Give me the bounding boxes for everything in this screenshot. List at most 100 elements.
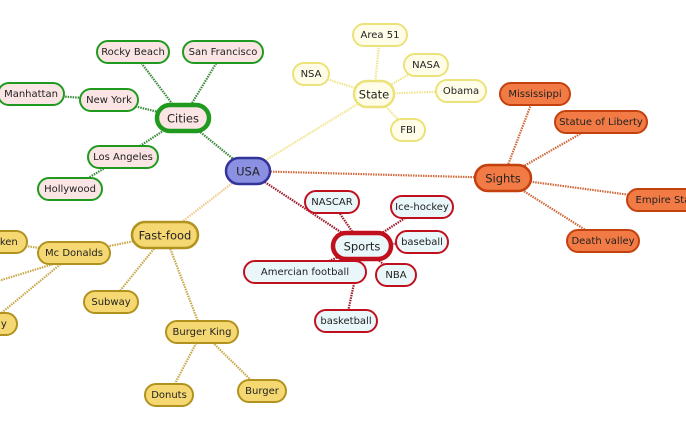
node-shape [314, 309, 378, 333]
edge-usa-sights [247, 169, 504, 180]
node-label: NASA [412, 60, 440, 71]
node-shape [83, 290, 139, 314]
node-shape [144, 383, 194, 407]
edge-mc-donalds-offscreen [0, 260, 61, 282]
node-label: Obama [443, 86, 479, 97]
node-label: Mississippi [508, 89, 561, 100]
node-holiday[interactable]: Holiday [0, 312, 18, 336]
node-label: FBI [400, 125, 416, 136]
node-shape [566, 229, 640, 253]
node-label: San Francisco [189, 47, 258, 58]
node-shape [352, 23, 408, 47]
node-shape [87, 145, 159, 169]
node-nsa[interactable]: NSA [292, 62, 330, 86]
node-rocky-beach[interactable]: Rocky Beach [96, 40, 170, 64]
node-san-francisco[interactable]: San Francisco [182, 40, 264, 64]
node-area-51[interactable]: Area 51 [352, 23, 408, 47]
node-baseball[interactable]: baseball [395, 230, 449, 254]
node-label: Empire State [636, 195, 686, 206]
node-shape [0, 82, 65, 106]
node-shape [473, 163, 533, 193]
node-chicken[interactable]: Chicken [0, 230, 28, 254]
node-nasa[interactable]: NASA [403, 53, 449, 77]
edge-burger-king-donuts [168, 331, 203, 396]
node-shape [237, 379, 287, 403]
node-label: Sports [344, 240, 381, 254]
node-statue-of-liberty[interactable]: Statue of Liberty [554, 110, 648, 134]
node-label: Burger [245, 386, 280, 397]
node-sights[interactable]: Sights [473, 163, 533, 193]
node-shape [79, 88, 139, 112]
node-donuts[interactable]: Donuts [144, 383, 194, 407]
node-state[interactable]: State [352, 79, 396, 109]
node-label: NBA [385, 270, 406, 281]
node-shape [390, 118, 426, 142]
node-shape [499, 82, 571, 106]
node-label: Amercian football [261, 267, 349, 278]
node-label: Area 51 [361, 30, 400, 41]
node-basketball[interactable]: basketball [314, 309, 378, 333]
node-ice-hockey[interactable]: Ice-hockey [390, 195, 454, 219]
node-label: Rocky Beach [101, 47, 165, 58]
node-label: Subway [91, 297, 130, 308]
node-shape [182, 40, 264, 64]
node-label: Cities [167, 112, 199, 126]
node-label: Statue of Liberty [559, 117, 643, 128]
node-nba[interactable]: NBA [375, 263, 417, 287]
node-subway[interactable]: Subway [83, 290, 139, 314]
node-label: Mc Donalds [45, 248, 103, 259]
node-label: Manhattan [4, 89, 58, 100]
node-empire-state[interactable]: Empire State [626, 188, 686, 212]
node-label: Ice-hockey [395, 202, 449, 213]
node-shape [0, 312, 18, 336]
node-label: Chicken [0, 237, 18, 248]
node-los-angeles[interactable]: Los Angeles [87, 145, 159, 169]
node-american-football[interactable]: Amercian football [243, 260, 367, 284]
edge-fast-food-subway [110, 234, 166, 303]
node-label: Death valley [571, 236, 634, 247]
node-fbi[interactable]: FBI [390, 118, 426, 142]
node-shape [96, 40, 170, 64]
edge-sports-ice-hockey [361, 206, 423, 247]
edge-fast-food-burger-king [163, 234, 204, 333]
node-label: Sights [485, 172, 521, 186]
node-obama[interactable]: Obama [435, 79, 487, 103]
node-new-york[interactable]: New York [79, 88, 139, 112]
node-label: basketball [320, 316, 371, 327]
node-shape [243, 260, 367, 284]
node-burger[interactable]: Burger [237, 379, 287, 403]
node-mississippi[interactable]: Mississippi [499, 82, 571, 106]
node-mc-donalds[interactable]: Mc Donalds [37, 241, 111, 265]
node-shape [435, 79, 487, 103]
node-shape [292, 62, 330, 86]
node-manhattan[interactable]: Manhattan [0, 82, 65, 106]
node-label: Fast-food [139, 229, 192, 243]
node-label: Burger King [173, 327, 232, 338]
node-hollywood[interactable]: Hollywood [37, 177, 103, 201]
node-burger-king[interactable]: Burger King [165, 320, 239, 344]
node-label: baseball [401, 237, 443, 248]
edge-usa-state [247, 93, 375, 172]
node-shape [330, 230, 394, 262]
node-nascar[interactable]: NASCAR [304, 190, 360, 214]
node-label: NSA [301, 69, 322, 80]
node-label: Los Angeles [93, 152, 153, 163]
node-label: State [359, 88, 389, 102]
node-label: Holiday [0, 319, 7, 330]
node-shape [554, 110, 648, 134]
node-cities[interactable]: Cities [154, 102, 212, 134]
node-fast-food[interactable]: Fast-food [130, 220, 200, 250]
node-death-valley[interactable]: Death valley [566, 229, 640, 253]
node-shape [37, 177, 103, 201]
node-shape [304, 190, 360, 214]
node-label: Donuts [151, 390, 187, 401]
node-label: New York [86, 95, 132, 106]
node-shape [390, 195, 454, 219]
node-label: USA [236, 165, 260, 179]
node-shape [224, 156, 272, 186]
node-usa[interactable]: USA [224, 156, 272, 186]
node-shape [37, 241, 111, 265]
node-sports[interactable]: Sports [330, 230, 394, 262]
node-shape [626, 188, 686, 212]
